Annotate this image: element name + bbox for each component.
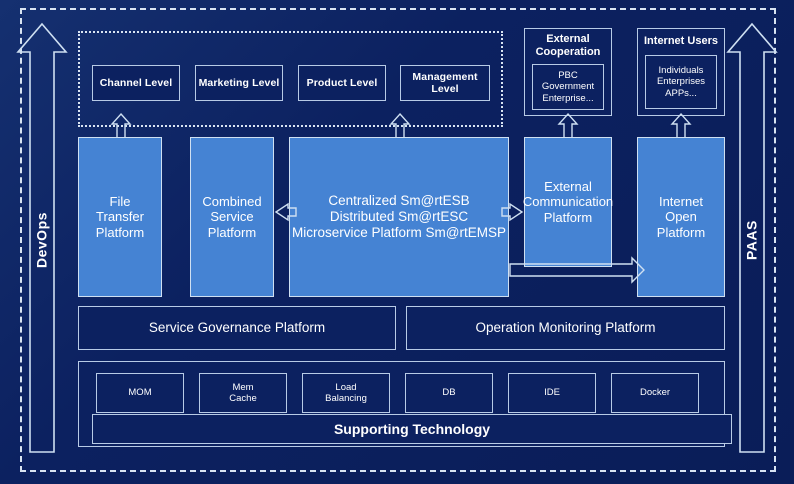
internet-users-title: Internet Users	[644, 34, 718, 47]
level-box-channel[interactable]: Channel Level	[92, 65, 180, 101]
external-cooperation-body: PBC Government Enterprise...	[532, 64, 604, 110]
supporting-technology-bar[interactable]: Supporting Technology	[92, 414, 732, 444]
tech-box-ide[interactable]: IDE	[508, 373, 596, 413]
external-cooperation-title: External Cooperation	[535, 33, 601, 58]
business-levels-container	[78, 31, 503, 127]
level-box-management[interactable]: Management Level	[400, 65, 490, 101]
bar-service-governance[interactable]: Service Governance Platform	[78, 306, 396, 350]
platform-core-esb[interactable]: Centralized Sm@rtESB Distributed Sm@rtES…	[289, 137, 509, 297]
platform-internet-open[interactable]: Internet Open Platform	[637, 137, 725, 297]
tech-box-load-balancing[interactable]: Load Balancing	[302, 373, 390, 413]
platform-external-communication[interactable]: External Communication Platform	[523, 137, 613, 267]
tech-box-mem-cache[interactable]: Mem Cache	[199, 373, 287, 413]
tech-box-mom[interactable]: MOM	[96, 373, 184, 413]
outer-boundary	[20, 8, 776, 472]
internet-users-body: Individuals Enterprises APPs...	[645, 55, 717, 109]
level-box-product[interactable]: Product Level	[298, 65, 386, 101]
tech-box-db[interactable]: DB	[405, 373, 493, 413]
bar-operation-monitoring[interactable]: Operation Monitoring Platform	[406, 306, 725, 350]
tech-box-docker[interactable]: Docker	[611, 373, 699, 413]
platform-file-transfer[interactable]: File Transfer Platform	[78, 137, 162, 297]
level-box-marketing[interactable]: Marketing Level	[195, 65, 283, 101]
platform-combined-service[interactable]: Combined Service Platform	[190, 137, 274, 297]
